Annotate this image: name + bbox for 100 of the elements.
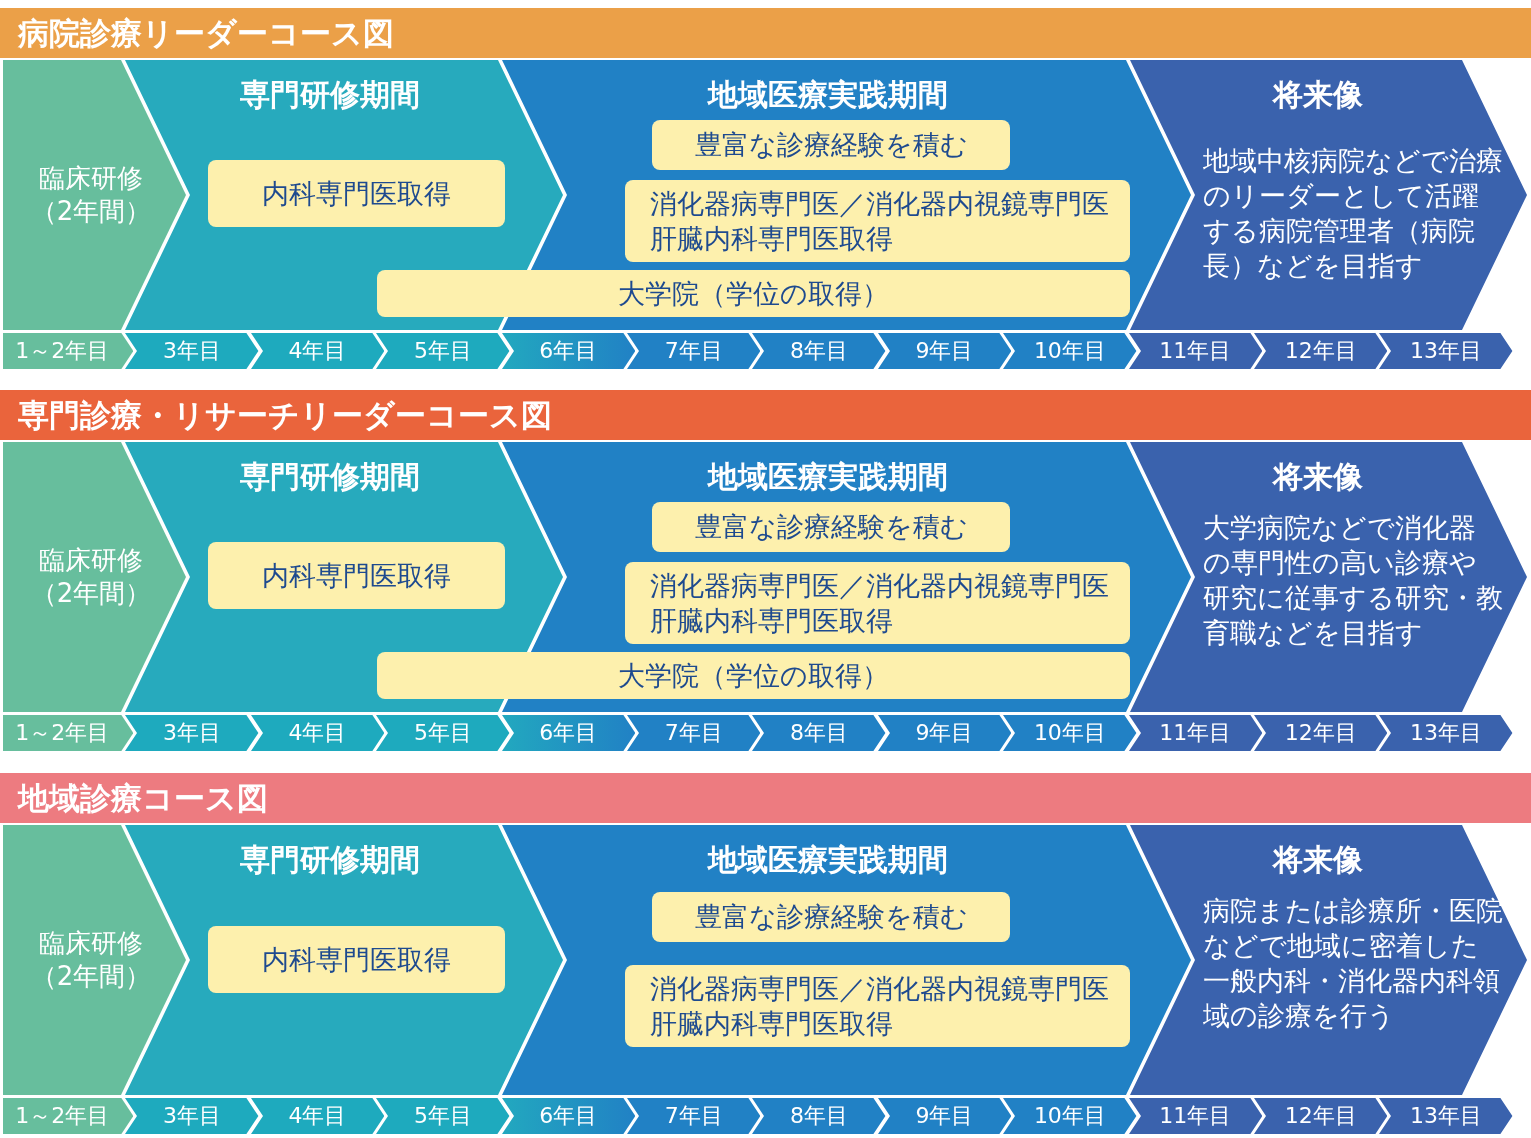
year-tab bbox=[1003, 333, 1137, 369]
year-tab bbox=[1379, 1098, 1513, 1134]
year-tab bbox=[250, 1098, 385, 1134]
year-tab bbox=[501, 715, 635, 751]
phase-panel bbox=[1130, 60, 1527, 330]
milestone-box bbox=[652, 502, 1010, 552]
year-tab bbox=[376, 715, 510, 751]
milestone-box bbox=[652, 892, 1010, 942]
milestone-box bbox=[208, 160, 505, 227]
year-label: 6年目 bbox=[539, 337, 598, 365]
year-tab bbox=[877, 1098, 1012, 1134]
phase-title: 地域医療実践期間 bbox=[708, 76, 948, 114]
year-tab bbox=[1254, 715, 1388, 751]
year-tab bbox=[1003, 1098, 1137, 1134]
year-label: 1～2年目 bbox=[15, 337, 110, 365]
year-label: 3年目 bbox=[163, 719, 222, 747]
year-label: 8年目 bbox=[790, 1102, 849, 1130]
year-label: 10年目 bbox=[1033, 1102, 1106, 1130]
year-label: 1～2年目 bbox=[15, 719, 110, 747]
phase-title: 地域医療実践期間 bbox=[708, 458, 948, 496]
section-title: 地域診療コース図 bbox=[18, 779, 268, 817]
milestone-text: 豊富な診療経験を積む bbox=[694, 128, 968, 162]
year-tab bbox=[1254, 333, 1388, 369]
year-tab bbox=[627, 715, 761, 751]
milestone-box bbox=[625, 965, 1130, 1047]
year-label: 11年目 bbox=[1159, 337, 1232, 365]
milestone-box bbox=[625, 180, 1130, 262]
year-label: 12年目 bbox=[1284, 1102, 1357, 1130]
year-label: 1～2年目 bbox=[15, 1102, 110, 1130]
year-label: 13年目 bbox=[1410, 1102, 1483, 1130]
phase-description: 大学病院などで消化器の専門性の高い診療や研究に従事する研究・教育職などを目指す bbox=[1203, 511, 1503, 650]
phase-title: 地域医療実践期間 bbox=[708, 841, 948, 879]
year-label: 5年目 bbox=[413, 337, 472, 365]
year-label: 3年目 bbox=[163, 1102, 222, 1130]
year-label: 12年目 bbox=[1284, 337, 1357, 365]
year-tab bbox=[1128, 1098, 1262, 1134]
year-tab bbox=[877, 715, 1012, 751]
phase-label: 臨床研修（2年間） bbox=[29, 544, 153, 610]
year-tab bbox=[1254, 1098, 1388, 1134]
year-tab bbox=[125, 333, 259, 369]
year-label: 11年目 bbox=[1159, 719, 1232, 747]
milestone-text: 内科専門医取得 bbox=[262, 558, 451, 593]
year-tab bbox=[3, 1098, 134, 1134]
year-label: 8年目 bbox=[790, 337, 849, 365]
year-label: 11年目 bbox=[1159, 1102, 1232, 1130]
year-label: 6年目 bbox=[539, 719, 598, 747]
year-label: 10年目 bbox=[1033, 719, 1106, 747]
milestone-text: 大学院（学位の取得） bbox=[618, 658, 889, 693]
phase-title: 将来像 bbox=[1273, 458, 1363, 496]
phase-description: 地域中核病院などで治療のリーダーとして活躍する病院管理者（病院長）などを目指す bbox=[1203, 144, 1503, 283]
milestone-text: 豊富な診療経験を積む bbox=[694, 900, 968, 934]
year-tab bbox=[376, 1098, 510, 1134]
milestone-box bbox=[208, 542, 505, 609]
milestone-text: 大学院（学位の取得） bbox=[618, 276, 889, 311]
year-tab bbox=[877, 333, 1012, 369]
year-label: 10年目 bbox=[1033, 337, 1106, 365]
year-tab bbox=[501, 333, 635, 369]
milestone-text: 内科専門医取得 bbox=[262, 942, 451, 977]
year-label: 8年目 bbox=[790, 719, 849, 747]
year-label: 12年目 bbox=[1284, 719, 1357, 747]
year-label: 9年目 bbox=[915, 1102, 974, 1130]
year-tab bbox=[1003, 715, 1137, 751]
phase-panel bbox=[3, 442, 186, 712]
section-header-band bbox=[0, 390, 1531, 440]
section-title: 病院診療リーダーコース図 bbox=[18, 14, 394, 52]
year-label: 7年目 bbox=[664, 337, 723, 365]
year-label: 4年目 bbox=[288, 337, 347, 365]
phase-panel bbox=[1130, 442, 1527, 712]
phase-title: 将来像 bbox=[1273, 76, 1363, 114]
milestone-text: 消化器病専門医／消化器内視鏡専門医肝臓内科専門医取得 bbox=[650, 569, 1110, 638]
year-tab bbox=[1128, 715, 1262, 751]
year-label: 13年目 bbox=[1410, 337, 1483, 365]
year-label: 5年目 bbox=[413, 1102, 472, 1130]
year-tab bbox=[1379, 333, 1513, 369]
year-tab bbox=[250, 715, 385, 751]
year-label: 4年目 bbox=[288, 719, 347, 747]
phase-title: 専門研修期間 bbox=[240, 458, 420, 496]
section-title: 専門診療・リサーチリーダーコース図 bbox=[18, 396, 552, 434]
phase-label: 臨床研修（2年間） bbox=[29, 162, 153, 228]
year-label: 6年目 bbox=[539, 1102, 598, 1130]
year-label: 4年目 bbox=[288, 1102, 347, 1130]
phase-label: 臨床研修（2年間） bbox=[29, 927, 153, 993]
year-tab bbox=[1379, 715, 1513, 751]
year-tab bbox=[125, 1098, 259, 1134]
phase-panel bbox=[3, 825, 186, 1095]
phase-description: 病院または診療所・医院などで地域に密着した一般内科・消化器内科領域の診療を行う bbox=[1203, 894, 1503, 1033]
year-tab bbox=[250, 333, 385, 369]
milestone-text: 豊富な診療経験を積む bbox=[694, 510, 968, 544]
year-label: 5年目 bbox=[413, 719, 472, 747]
year-label: 9年目 bbox=[915, 337, 974, 365]
year-tab bbox=[3, 715, 134, 751]
year-tab bbox=[627, 1098, 761, 1134]
milestone-box bbox=[652, 120, 1010, 170]
milestone-box bbox=[208, 926, 505, 993]
milestone-text: 内科専門医取得 bbox=[262, 176, 451, 211]
milestone-box bbox=[377, 270, 1130, 317]
section-header-band bbox=[0, 773, 1531, 823]
year-tab bbox=[752, 715, 886, 751]
year-label: 7年目 bbox=[664, 1102, 723, 1130]
phase-panel bbox=[502, 825, 1191, 1095]
